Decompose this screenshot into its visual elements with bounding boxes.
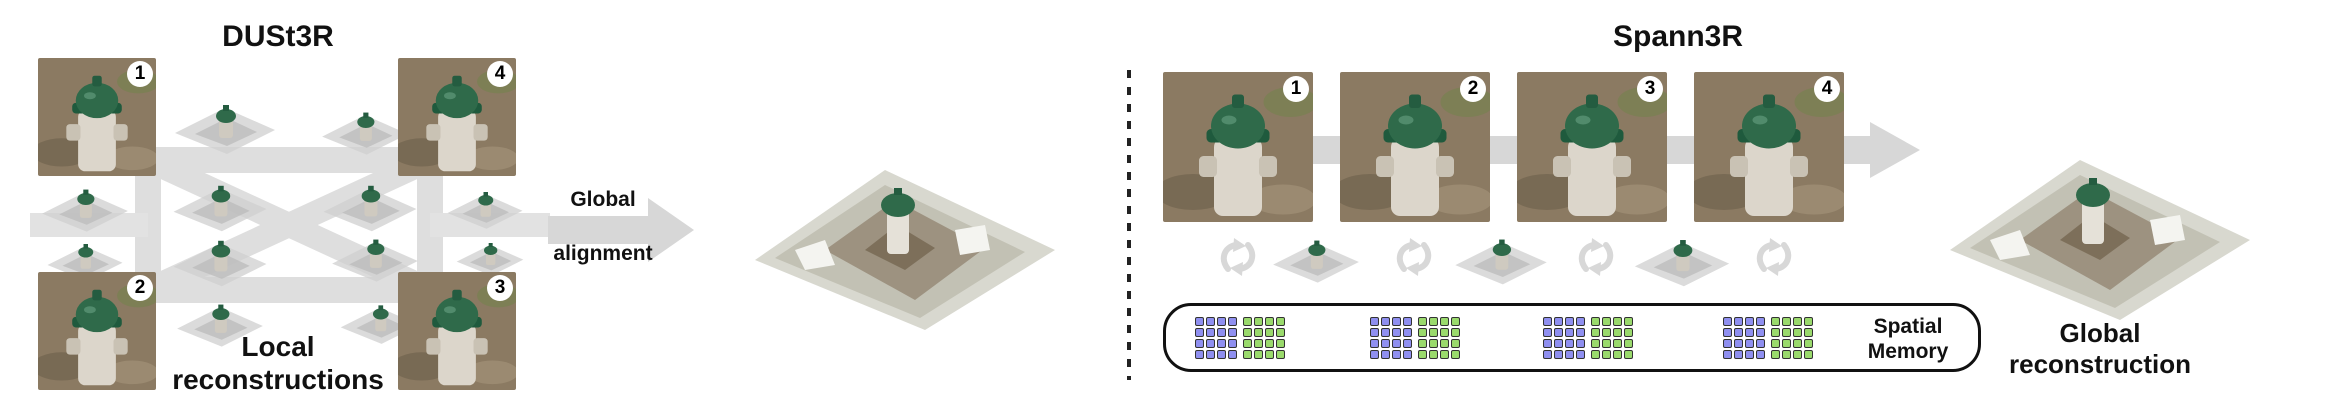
memory-key-token xyxy=(1543,317,1585,359)
global-reconstruction-line-2: reconstruction xyxy=(2008,349,2192,379)
section-divider xyxy=(1127,70,1131,380)
local-reconstruction-7 xyxy=(160,225,280,290)
local-reconstruction-6 xyxy=(440,178,530,233)
view-number-badge: 4 xyxy=(487,61,513,87)
global-reconstruction-line-1: Global xyxy=(2059,318,2141,348)
spatial-memory-line-1: Spatial xyxy=(1873,315,1943,338)
view-number-badge: 3 xyxy=(487,275,513,301)
incremental-reconstruction-2 xyxy=(1436,224,1566,288)
local-reconstruction-1 xyxy=(155,88,295,158)
global-alignment-label-1: Global xyxy=(570,188,636,211)
spann3r-global-pointcloud xyxy=(1950,160,2250,320)
spann3r-view-4: 4 xyxy=(1694,72,1844,222)
spann3r-view-2: 2 xyxy=(1340,72,1490,222)
view-number-badge: 1 xyxy=(127,61,153,87)
dust3r-title: DUSt3R xyxy=(222,20,334,53)
spatial-memory-box xyxy=(1163,303,1981,372)
view-number-badge: 4 xyxy=(1814,76,1840,102)
view-number-badge: 2 xyxy=(127,275,153,301)
memory-interaction-icon xyxy=(1218,232,1258,282)
caption-line-1: Local xyxy=(241,331,315,362)
view-number-badge: 2 xyxy=(1460,76,1486,102)
global-reconstruction-caption: Global reconstruction xyxy=(1990,318,2210,380)
memory-value-token xyxy=(1418,317,1460,359)
dust3r-view-2: 2 xyxy=(38,272,156,390)
dust3r-view-1: 1 xyxy=(38,58,156,176)
memory-value-token xyxy=(1771,317,1813,359)
dust3r-view-3: 3 xyxy=(398,272,516,390)
memory-key-token xyxy=(1723,317,1765,359)
incremental-reconstruction-3 xyxy=(1612,224,1752,290)
view-number-badge: 1 xyxy=(1283,76,1309,102)
memory-key-token xyxy=(1195,317,1237,359)
memory-key-token xyxy=(1370,317,1412,359)
memory-interaction-icon xyxy=(1394,232,1434,282)
local-reconstruction-3 xyxy=(30,175,140,235)
spatial-memory-line-2: Memory xyxy=(1867,340,1949,363)
spann3r-view-3: 3 xyxy=(1517,72,1667,222)
incremental-reconstruction-1 xyxy=(1256,226,1376,286)
spann3r-view-1: 1 xyxy=(1163,72,1313,222)
memory-value-token xyxy=(1243,317,1285,359)
caption-line-2: reconstructions xyxy=(172,364,384,395)
view-number-badge: 3 xyxy=(1637,76,1663,102)
spann3r-title: Spann3R xyxy=(1612,20,1744,53)
alignment-arrow xyxy=(548,198,694,262)
memory-value-token xyxy=(1591,317,1633,359)
dust3r-global-pointcloud xyxy=(755,170,1055,330)
dust3r-view-4: 4 xyxy=(398,58,516,176)
local-reconstructions-caption: Local reconstructions xyxy=(168,330,388,396)
spatial-memory-label: Spatial Memory xyxy=(1848,314,1968,364)
memory-interaction-icon xyxy=(1754,232,1794,282)
memory-interaction-icon xyxy=(1576,232,1616,282)
global-alignment-label-2: alignment xyxy=(553,242,653,265)
